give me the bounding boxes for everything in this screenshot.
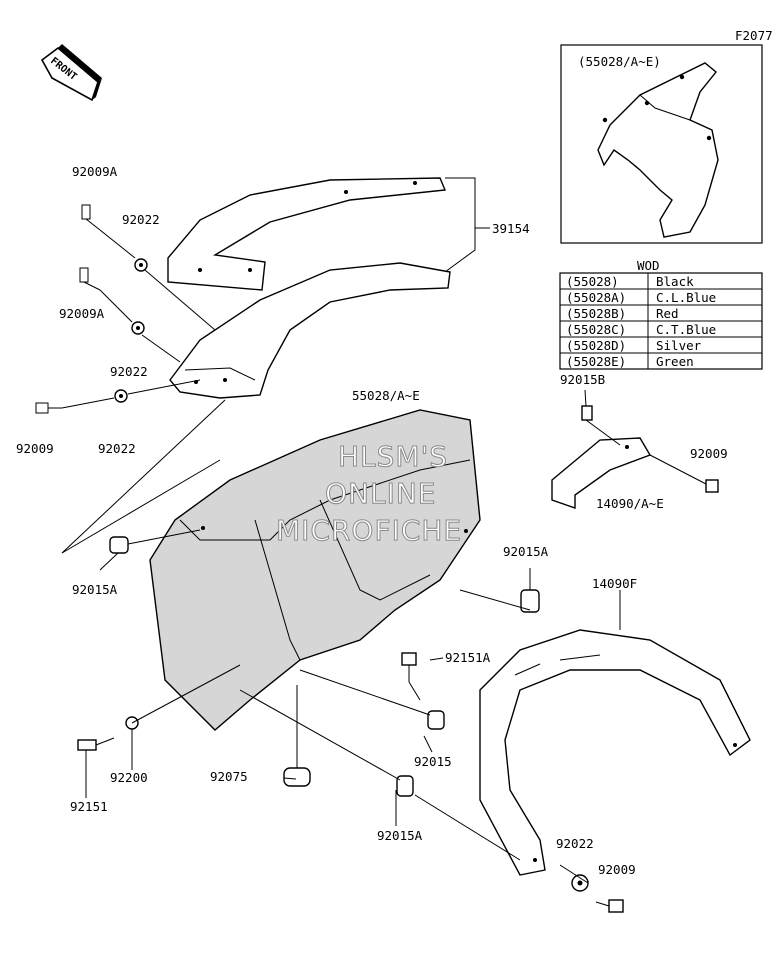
part-label-55028: 55028/A~E [352,388,420,403]
part-label-92009A: 92009A [72,164,118,179]
fairing-part [149,409,481,731]
front-arrow-icon: FRONT [40,44,102,102]
table-cell-color: Red [656,306,679,321]
table-cell-code: (55028A) [566,290,626,305]
table-cell-code: (55028B) [566,306,626,321]
table-cell-code: (55028D) [566,338,626,353]
grommet-icon [109,536,129,554]
table-cell-code: (55028E) [566,354,626,369]
table-cell-color: Black [656,274,694,289]
color-table: WOD (55028) Black (55028A) C.L.Blue (550… [559,258,763,370]
part-label-92200: 92200 [110,770,148,785]
watermark: HLSM'S ONLINE MICROFICHE [276,440,462,548]
grommet-icon [283,767,311,787]
part-label-14090: 14090/A~E [596,496,664,511]
upper-cover-part [167,177,447,291]
part-label-92015B: 92015B [560,372,605,387]
grommet-icon [427,710,445,730]
part-label-92151A: 92151A [445,650,491,665]
washer-icon [114,389,128,403]
part-label-92009: 92009 [598,862,636,877]
screen-part [169,262,451,399]
bolt-icon [77,737,115,751]
watermark-line-1: HLSM'S [338,440,448,473]
inset-label: (55028/A~E) [578,54,661,69]
table-cell-color: C.L.Blue [656,290,716,305]
leader-39154 [444,177,476,273]
watermark-line-2: ONLINE [325,477,436,510]
part-label-92009: 92009 [16,441,54,456]
bolt-icon [35,402,62,414]
color-table-title: WOD [637,258,660,273]
leader-lines [61,229,707,884]
table-cell-color: C.T.Blue [656,322,716,337]
part-label-92015A: 92015A [503,544,549,559]
part-label-92022: 92022 [98,441,136,456]
bolt-icon [79,267,101,291]
part-label-92151: 92151 [70,799,108,814]
inset-box: (55028/A~E) [560,44,763,244]
lower-frame-part [479,629,751,876]
part-label-39154: 39154 [492,221,530,236]
part-label-92075: 92075 [210,769,248,784]
part-label-92009: 92009 [690,446,728,461]
bolt-icon [705,479,719,493]
table-cell-color: Silver [656,338,702,353]
part-label-92009A: 92009A [59,306,105,321]
corner-code: F2077 [735,28,773,43]
table-cell-color: Green [656,354,694,369]
watermark-line-3: MICROFICHE [276,514,462,547]
part-label-92015A: 92015A [72,582,118,597]
side-bracket-part [551,437,652,509]
bolt-icon [401,652,417,682]
part-label-92022: 92022 [122,212,160,227]
washer-icon [134,258,148,272]
part-label-92015A: 92015A [377,828,423,843]
bolt-icon [595,899,624,913]
part-label-14090F: 14090F [592,576,637,591]
table-cell-code: (55028) [566,274,619,289]
part-label-92022: 92022 [110,364,148,379]
table-cell-code: (55028C) [566,322,626,337]
washer-icon [131,321,145,335]
part-label-92015: 92015 [414,754,452,769]
clip-icon [581,405,593,421]
part-label-92022: 92022 [556,836,594,851]
bolt-icon [81,204,101,231]
grommet-icon [396,775,414,797]
